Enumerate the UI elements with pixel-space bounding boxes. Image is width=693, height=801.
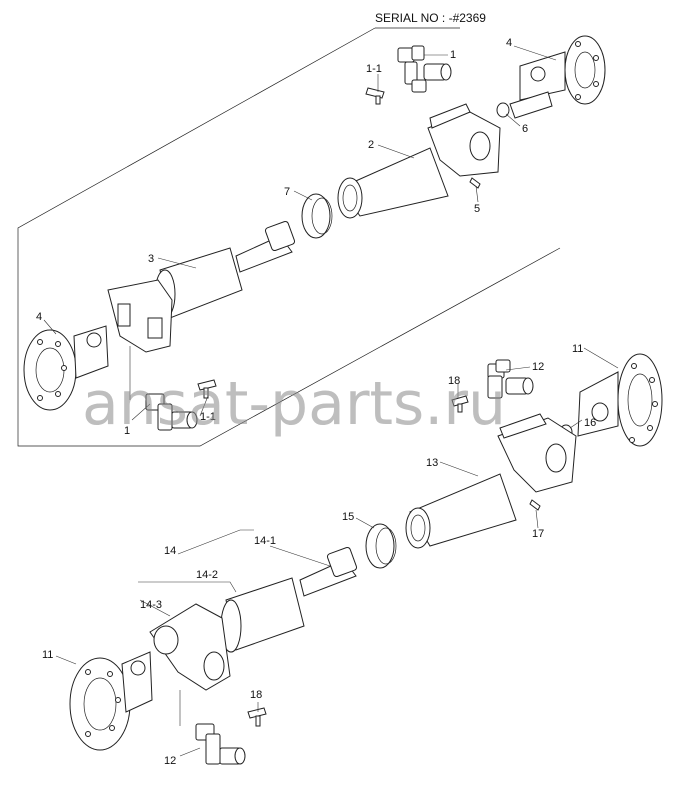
label-13: 13	[426, 457, 438, 469]
label-15: 15	[342, 511, 354, 523]
label-7: 7	[284, 186, 290, 198]
label-4-top: 4	[506, 37, 512, 49]
label-12-bottom: 12	[164, 755, 176, 767]
label-1-1-top: 1-1	[366, 63, 382, 75]
label-3: 3	[148, 253, 154, 265]
label-16: 16	[584, 417, 596, 429]
label-1-top: 1	[450, 49, 456, 61]
label-1-1-bottom: 1-1	[200, 411, 216, 423]
watermark-text: ansat-parts.ru	[82, 369, 506, 439]
flange-yoke-left-lower	[69, 651, 153, 751]
flange-yoke-right	[577, 353, 663, 447]
flange-yoke-top	[509, 35, 606, 119]
label-18-top: 18	[448, 375, 460, 387]
spline-shaft-top	[107, 220, 296, 353]
leader-lines	[43, 45, 619, 757]
label-14-1: 14-1	[254, 535, 276, 547]
label-2: 2	[368, 139, 374, 151]
seal-ring-lower	[365, 523, 397, 569]
pin-top	[469, 177, 481, 189]
pin-lower	[529, 499, 541, 511]
label-18-bottom: 18	[250, 689, 262, 701]
label-6: 6	[522, 123, 528, 135]
label-11-right: 11	[572, 343, 583, 355]
label-11-left: 11	[42, 649, 53, 661]
snap-ring-top	[496, 102, 510, 118]
universal-joint-cross-bottom	[195, 723, 246, 765]
label-14-3: 14-3	[140, 599, 162, 611]
flange-yoke-left	[23, 325, 109, 411]
universal-joint-cross-right	[487, 359, 534, 399]
upper-assembly-outline	[17, 27, 561, 447]
grease-nipple-top	[365, 87, 385, 105]
label-17: 17	[532, 528, 544, 540]
seal-ring-top	[301, 193, 333, 239]
label-4-left: 4	[36, 311, 42, 323]
universal-joint-cross-top	[397, 45, 452, 93]
slip-yoke-tube-lower	[405, 413, 577, 549]
serial-number-label: SERIAL NO : -#2369	[375, 11, 486, 25]
spline-shaft-lower	[149, 546, 358, 691]
slip-yoke-tube	[337, 103, 501, 219]
label-1-bottom: 1	[124, 425, 130, 437]
grease-nipple-bottom	[247, 707, 267, 727]
label-5: 5	[474, 203, 480, 215]
label-12-top: 12	[532, 361, 544, 373]
grease-nipple-mid	[197, 379, 217, 399]
label-14-2: 14-2	[196, 569, 218, 581]
grease-nipple-right	[451, 395, 469, 413]
label-14: 14	[164, 545, 176, 557]
universal-joint-cross-mid	[145, 393, 198, 431]
